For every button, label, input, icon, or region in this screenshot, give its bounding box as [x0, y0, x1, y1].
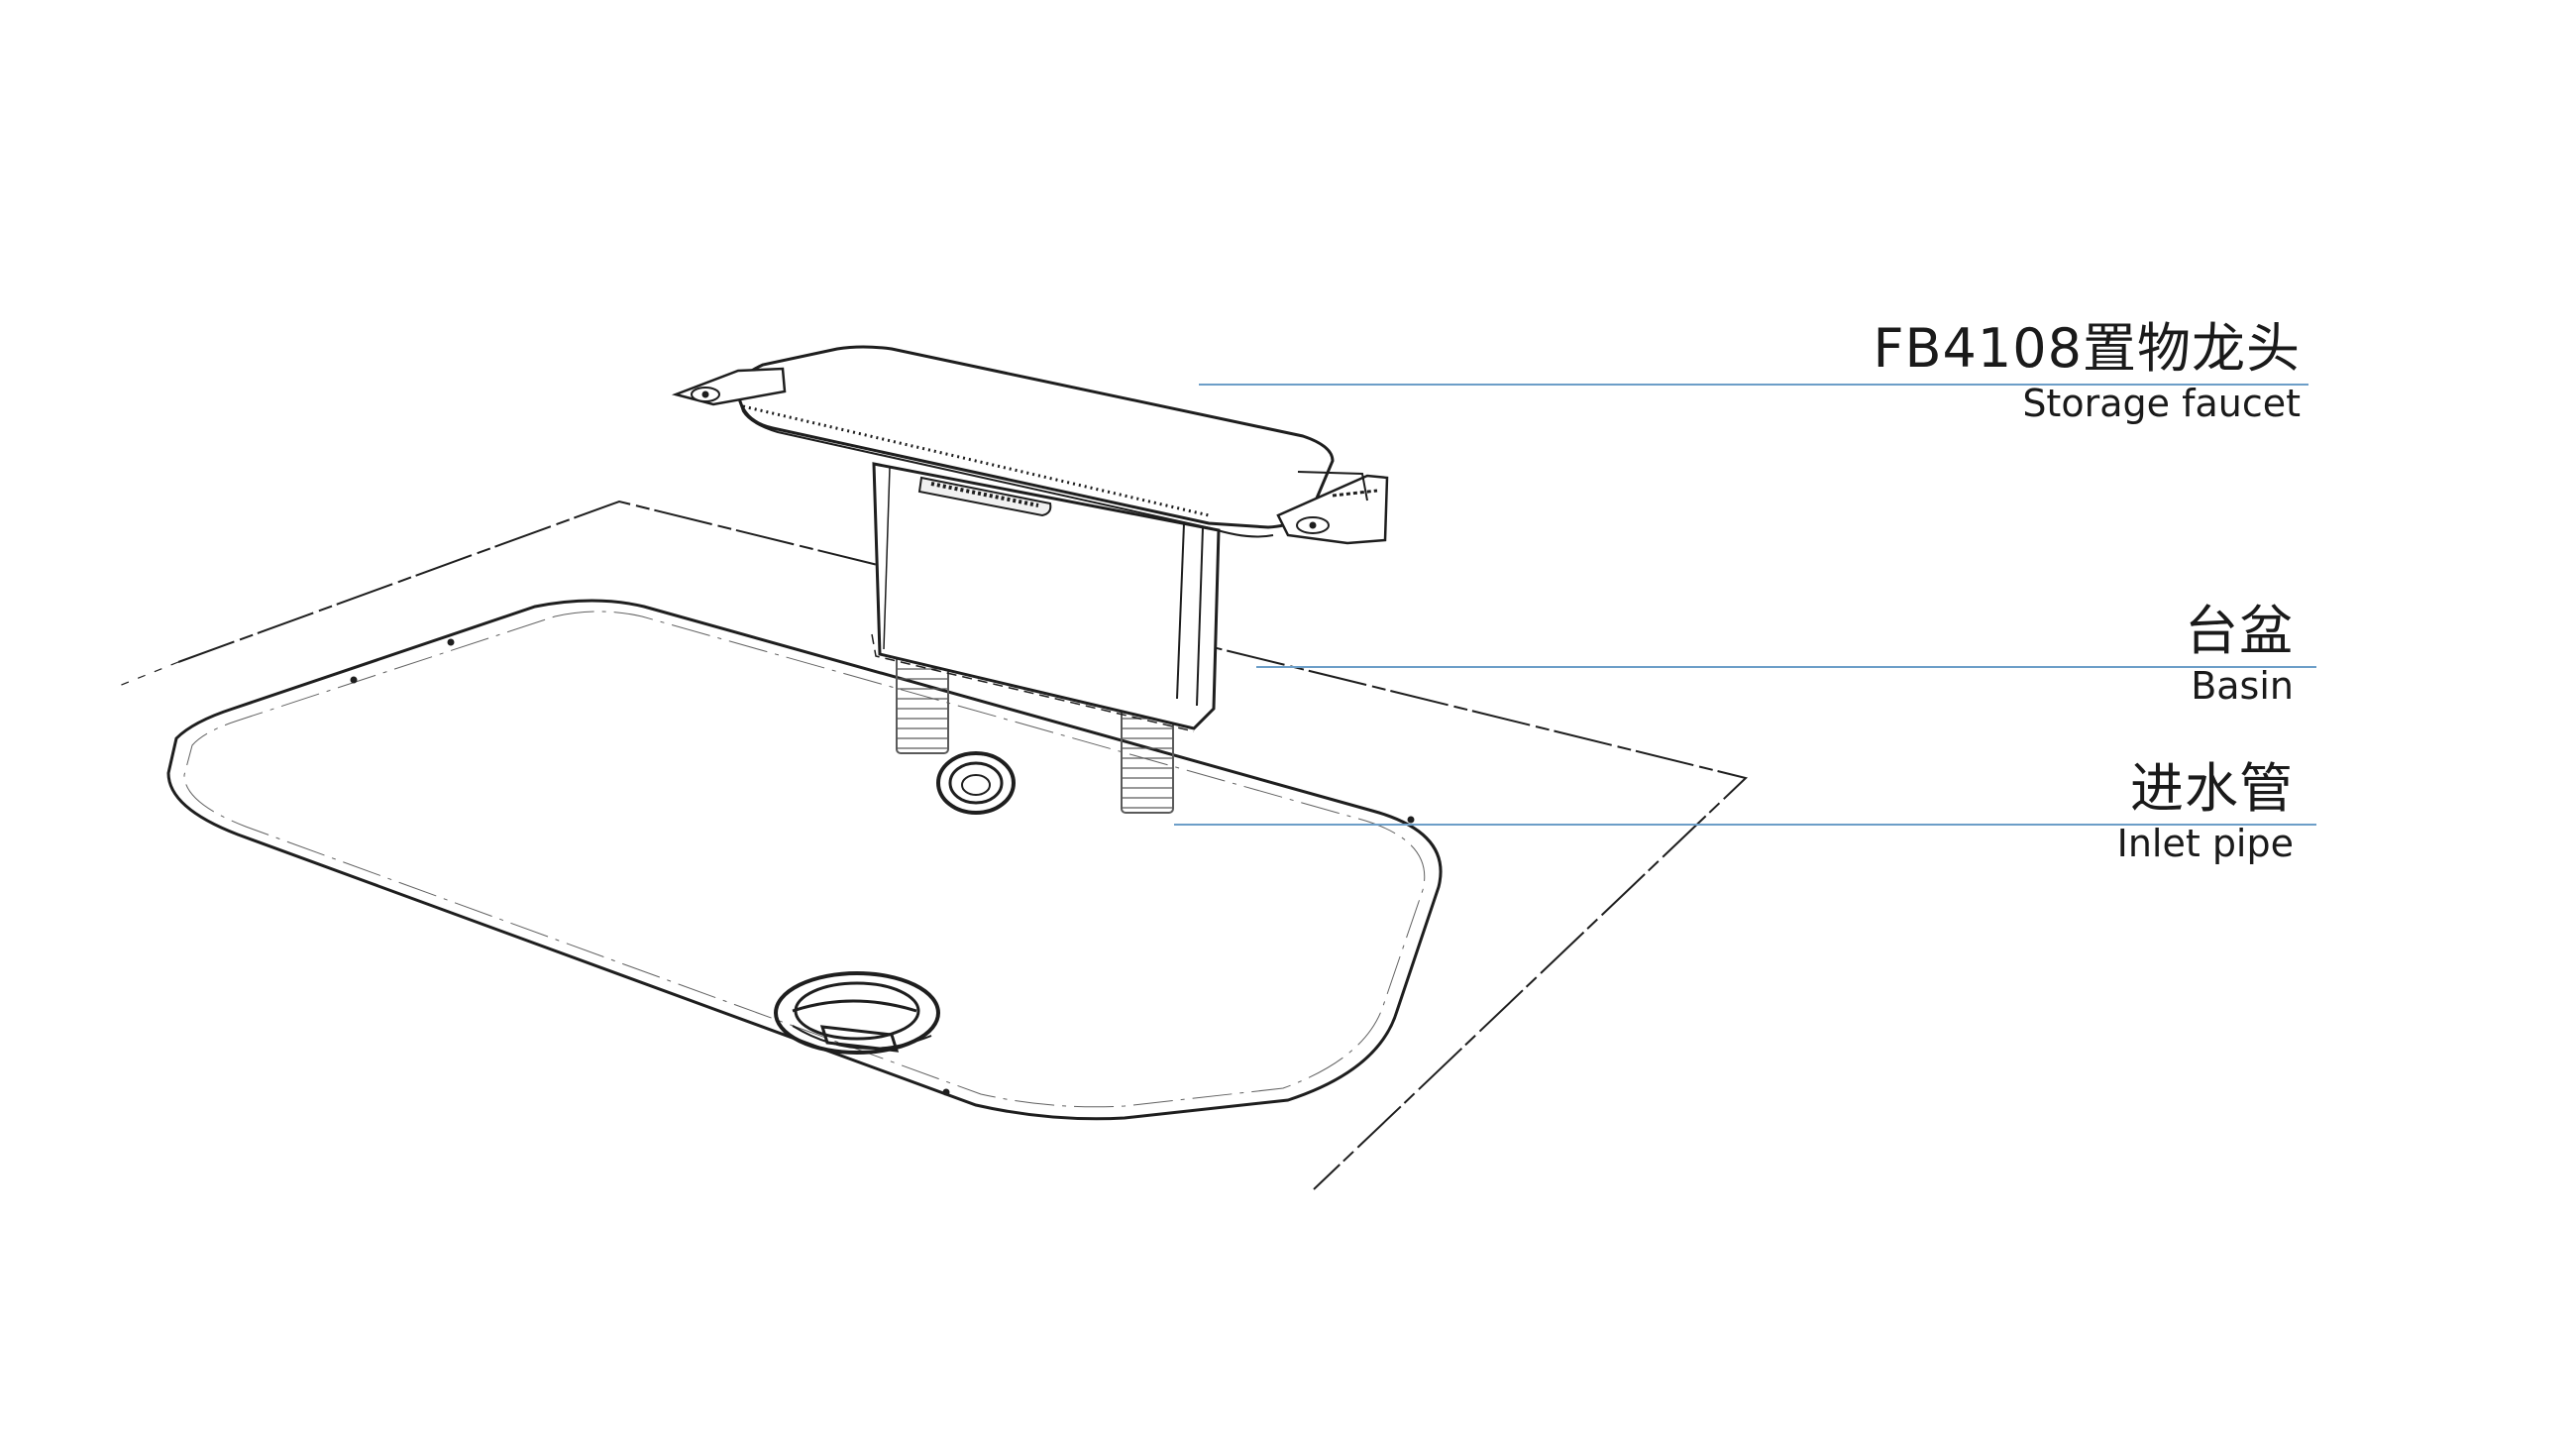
storage-tray [671, 345, 1389, 545]
overflow-hole [936, 751, 1016, 815]
callout-pipe-en: Inlet pipe [2116, 822, 2294, 865]
leader-lines [1174, 384, 2316, 826]
callout-faucet-cn: FB4108置物龙头 [1873, 317, 2301, 380]
callout-faucet-en: Storage faucet [2022, 382, 2301, 425]
drain [774, 971, 940, 1055]
callout-basin-cn: 台盆 [2185, 600, 2294, 662]
callout-storage-faucet: FB4108置物龙头 Storage faucet [1873, 319, 2301, 426]
basin [166, 599, 1443, 1121]
callout-basin-en: Basin [2191, 664, 2294, 708]
faucet-body [871, 462, 1221, 732]
callout-basin: 台盆 Basin [2185, 602, 2294, 709]
callout-pipe-cn: 进水管 [2130, 757, 2294, 820]
callout-inlet-pipe: 进水管 Inlet pipe [2117, 759, 2294, 866]
